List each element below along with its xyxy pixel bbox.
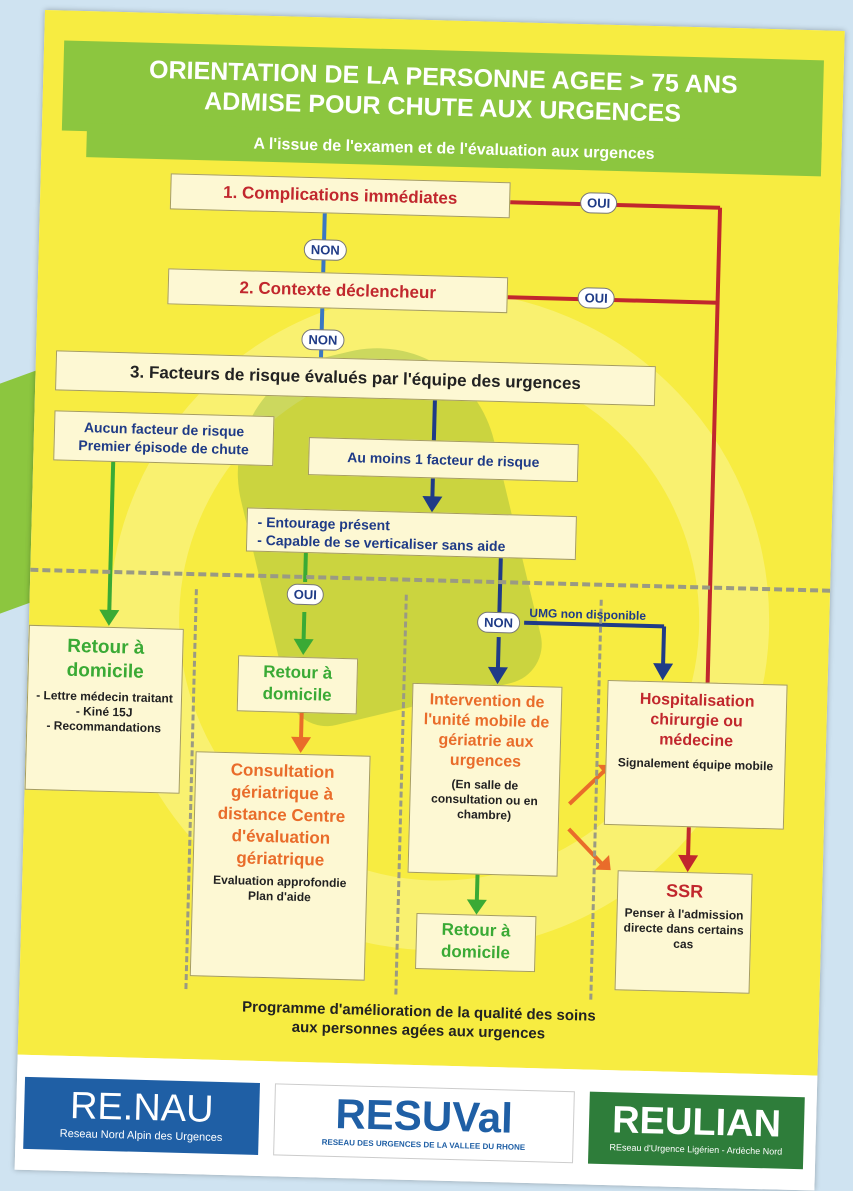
- hosp-title: Hospitalisation chirurgie ou médecine: [639, 690, 755, 751]
- oui-badge-1: OUI: [579, 192, 618, 215]
- consult-box: Consultation gériatrique à distance Cent…: [189, 751, 371, 981]
- retour1-item-3: - Recommandations: [46, 718, 162, 736]
- step1-label: 1. Complications immédiates: [222, 182, 458, 208]
- umg-title: Intervention de l'unité mobile de gériat…: [423, 691, 550, 771]
- renau-logo-text: RE.NAU: [69, 1085, 215, 1131]
- risk-atleast-label: Au moins 1 facteur de risque: [347, 449, 540, 471]
- umg-note: (En salle de consultation ou en chambre): [430, 776, 538, 823]
- non-badge-1: NON: [303, 238, 347, 261]
- umg-box: Intervention de l'unité mobile de gériat…: [407, 682, 563, 877]
- retour1-title: Retour à domicile: [66, 635, 145, 683]
- hosp-note: Signalement équipe mobile: [617, 755, 774, 774]
- ssr-box: SSR Penser à l'admission directe dans ce…: [614, 870, 753, 994]
- retour3-box: Retour à domicile: [415, 913, 537, 973]
- poster: ORIENTATION DE LA PERSONNE AGEE > 75 ANS…: [14, 10, 845, 1191]
- reulian-logo: REULIAN REseau d'Urgence Ligérien - Ardè…: [587, 1091, 805, 1170]
- resuval-logo-text: RESUVal: [334, 1089, 514, 1142]
- resuval-logo: RESUVal RESEAU DES URGENCES DE LA VALLEE…: [273, 1083, 575, 1164]
- step2-label: 2. Contexte déclencheur: [239, 278, 437, 303]
- step3-label: 3. Facteurs de risque évalués par l'équi…: [129, 362, 582, 394]
- retour3-title: Retour à domicile: [440, 919, 511, 963]
- retour2-title: Retour à domicile: [262, 661, 333, 705]
- renau-logo: RE.NAU Reseau Nord Alpin des Urgences: [23, 1076, 260, 1155]
- oui-badge-3: OUI: [286, 583, 325, 606]
- hosp-box: Hospitalisation chirurgie ou médecine Si…: [603, 679, 788, 830]
- ssr-note: Penser à l'admission directe dans certai…: [623, 905, 744, 952]
- ssr-title: SSR: [665, 880, 704, 902]
- entourage-box: - Entourage présent - Capable de se vert…: [245, 507, 577, 561]
- non-badge-2: NON: [301, 328, 345, 351]
- risk-none-box: Aucun facteur de risque Premier épisode …: [53, 410, 275, 467]
- retour2-box: Retour à domicile: [236, 655, 359, 715]
- consult-title: Consultation gériatrique à distance Cent…: [217, 760, 346, 870]
- logo-strip: RE.NAU Reseau Nord Alpin des Urgences RE…: [14, 1054, 818, 1191]
- risk-atleast-box: Au moins 1 facteur de risque: [307, 437, 579, 483]
- retour1-box: Retour à domicile - Lettre médecin trait…: [24, 624, 184, 794]
- oui-badge-2: OUI: [577, 287, 616, 310]
- non-badge-3: NON: [476, 611, 521, 634]
- reulian-logo-text: REULIAN: [611, 1099, 782, 1146]
- poster-yellow-area: ORIENTATION DE LA PERSONNE AGEE > 75 ANS…: [17, 10, 845, 1076]
